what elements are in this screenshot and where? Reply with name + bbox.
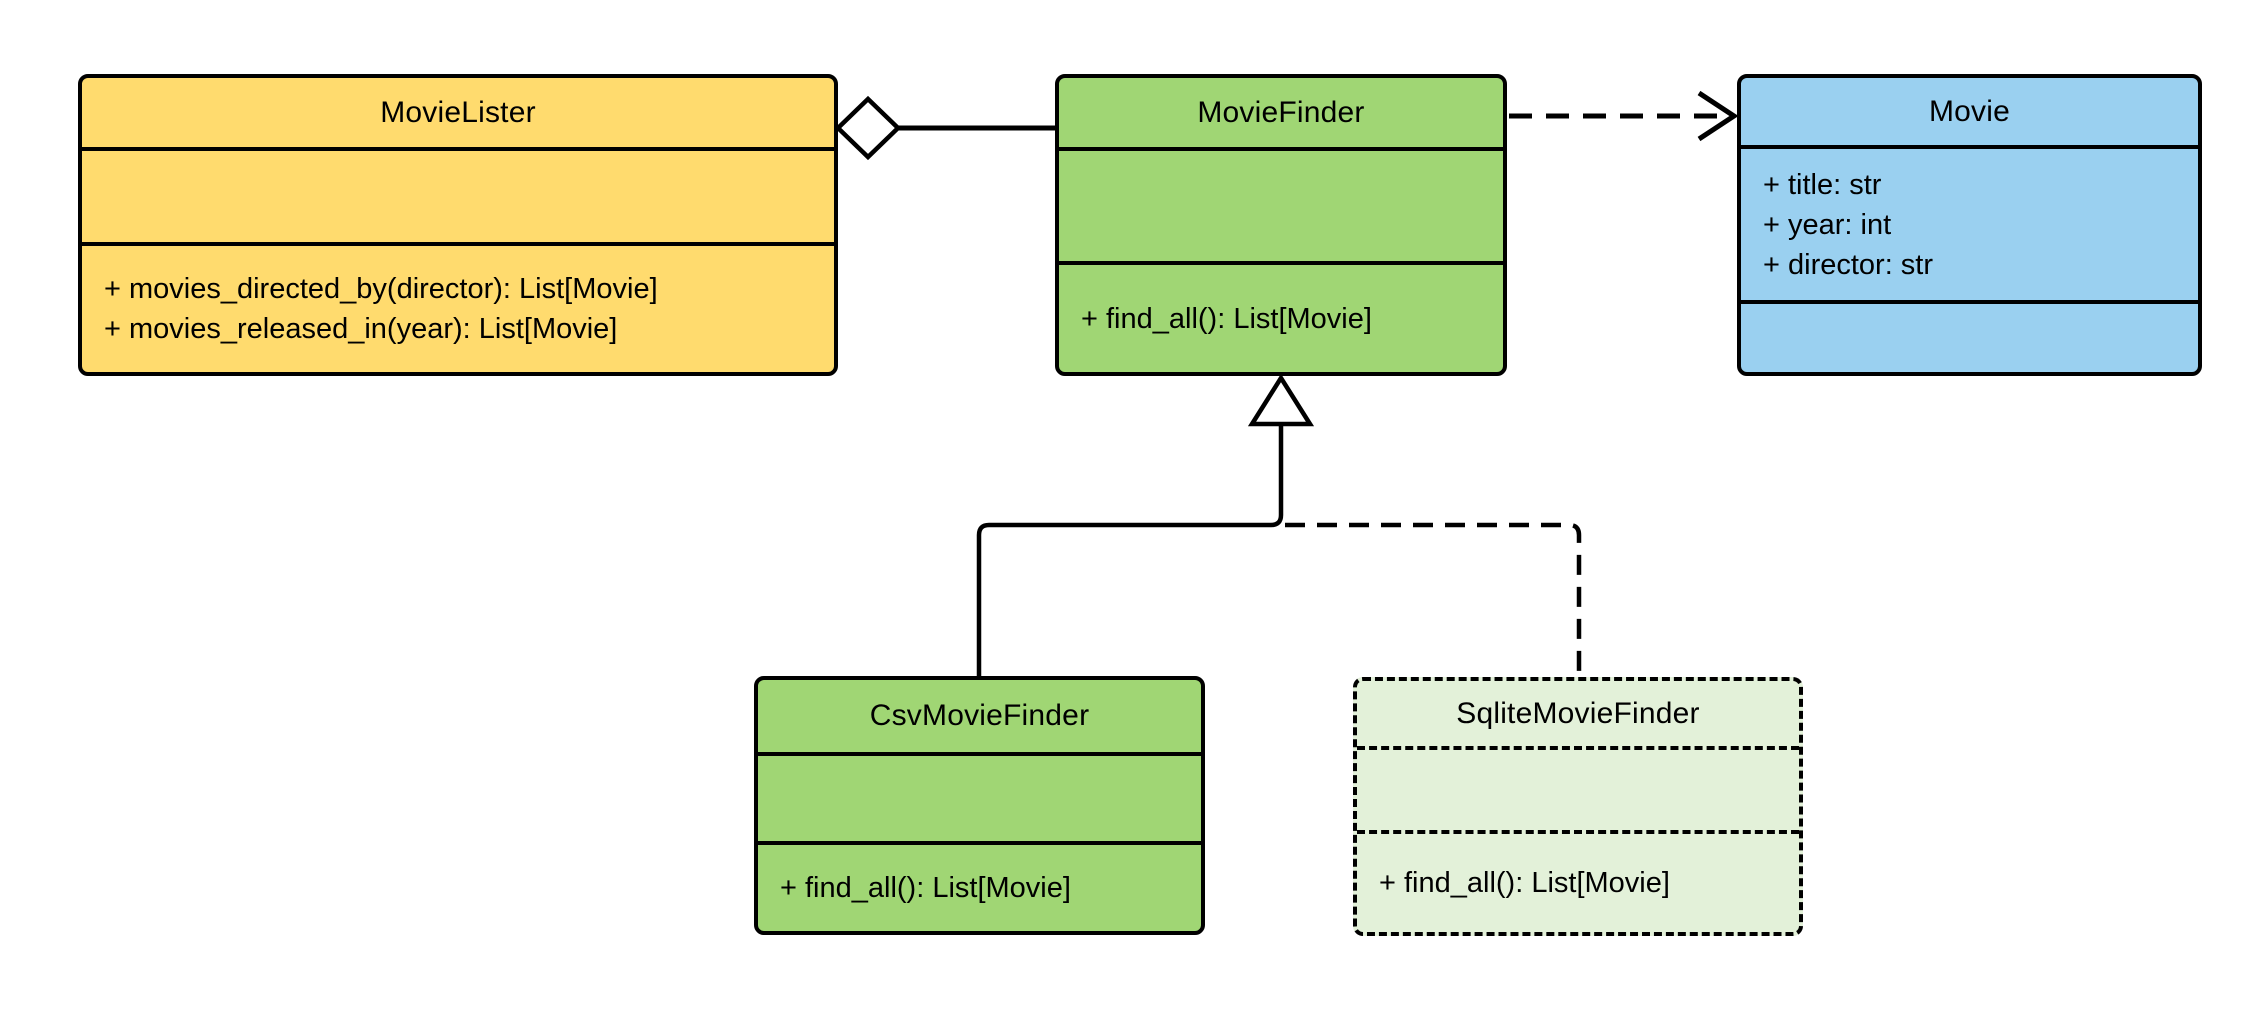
method-label: + movies_released_in(year): List[Movie] <box>104 313 618 345</box>
class-attributes-section <box>758 752 1201 841</box>
class-attributes-section <box>82 147 834 242</box>
class-title: SqliteMovieFinder <box>1456 696 1700 730</box>
method-label: + find_all(): List[Movie] <box>780 872 1071 904</box>
class-methods-section: + find_all(): List[Movie] <box>1059 261 1503 372</box>
class-movielister[interactable]: MovieLister + movies_directed_by(directo… <box>78 74 838 376</box>
inheritance-triangle-icon <box>1247 373 1315 427</box>
class-csvmoviefinder[interactable]: CsvMovieFinder + find_all(): List[Movie] <box>754 676 1205 935</box>
method-label: + find_all(): List[Movie] <box>1379 867 1670 899</box>
class-title: MovieFinder <box>1197 95 1365 129</box>
class-attributes-section <box>1059 147 1503 261</box>
open-arrowhead-icon <box>1697 90 1739 142</box>
class-methods-section <box>1741 300 2198 372</box>
class-methods-section: + movies_directed_by(director): List[Mov… <box>82 242 834 372</box>
attribute-label: + title: str <box>1763 168 1882 201</box>
class-title: Movie <box>1928 94 2011 128</box>
class-movie[interactable]: Movie + title: str + year: int + directo… <box>1737 74 2202 376</box>
class-methods-section: + find_all(): List[Movie] <box>758 841 1201 931</box>
attribute-label: + year: int <box>1763 208 1892 241</box>
class-title: MovieLister <box>380 95 536 129</box>
class-sqlitemoviefinder[interactable]: SqliteMovieFinder + find_all(): List[Mov… <box>1353 677 1803 936</box>
class-attributes-section <box>1357 746 1799 830</box>
aggregation-connector-movielister-moviefinder[interactable] <box>834 95 1057 161</box>
class-attributes-section: + title: str + year: int + director: str <box>1741 145 2198 300</box>
method-label: + movies_directed_by(director): List[Mov… <box>104 273 658 305</box>
class-methods-section: + find_all(): List[Movie] <box>1357 830 1799 932</box>
aggregation-diamond-icon <box>834 95 902 161</box>
inheritance-connector-csvmoviefinder-moviefinder[interactable] <box>976 373 1315 678</box>
dependency-connector-moviefinder-movie[interactable] <box>1509 90 1739 142</box>
method-label: + find_all(): List[Movie] <box>1081 302 1372 335</box>
attribute-label: + director: str <box>1763 248 1934 281</box>
inheritance-connector-sqlitemoviefinder-moviefinder[interactable] <box>1285 522 1582 679</box>
class-title: CsvMovieFinder <box>869 699 1090 732</box>
class-moviefinder[interactable]: MovieFinder + find_all(): List[Movie] <box>1055 74 1507 376</box>
